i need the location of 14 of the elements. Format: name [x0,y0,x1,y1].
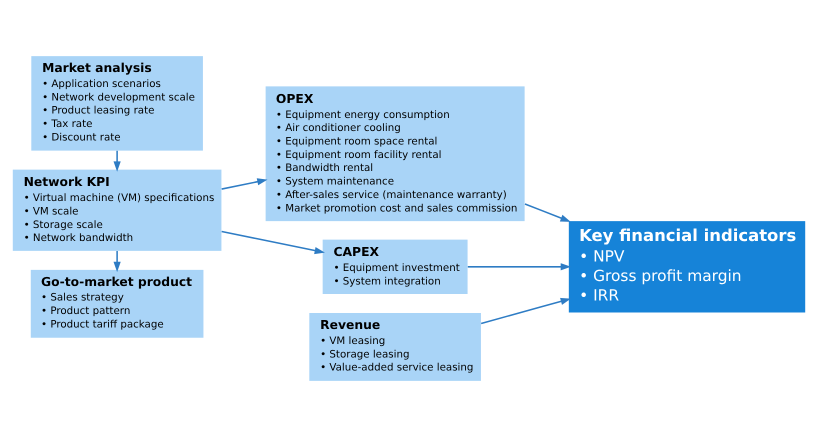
arrow [222,230,325,254]
node-box: Key financial indicators • NPV • Gross profit margin • IRR [568,221,806,313]
node-box: Network KPI • Virtual machine (VM) specifications • VM scale • Storage scale • Network bandwidth [12,170,222,251]
arrow [524,203,571,222]
arrow [222,178,268,190]
node-box: Go-to-market product • Sales strategy • Product pattern • Product tariff package [30,270,204,338]
node-box: CAPEX • Equipment investment • System integration [322,240,468,294]
node-box: Market analysis • Application scenarios • Network development scale • Product leasing rate • Tax rate • Discount rate [31,56,203,151]
arrow [114,150,121,172]
arrow [480,298,571,324]
arrow [114,251,121,272]
node-box: OPEX • Equipment energy consumption • Air conditioner cooling • Equipment room space rental • Equipment room facility rental • Bandwidth rental • System maintenance • After-sales service (maintenance warranty) • Market promotion cost and sales commission [266,86,525,222]
arrow [468,263,571,270]
node-box: Revenue • VM leasing • Storage leasing • Value-added service leasing [309,313,481,381]
